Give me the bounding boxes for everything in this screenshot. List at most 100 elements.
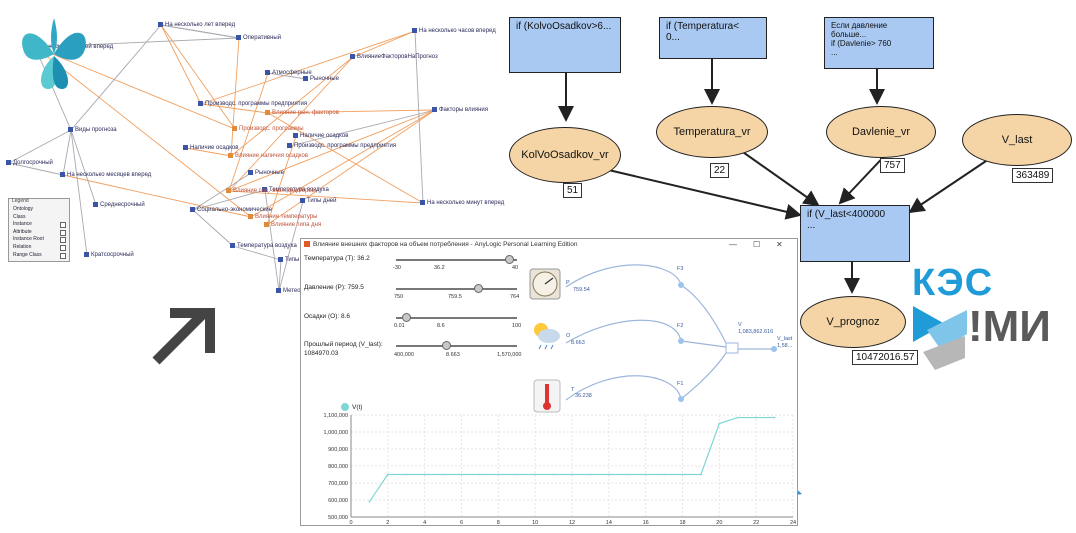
y-tick-label: 600,000 (328, 498, 348, 504)
ontology-node[interactable]: Типы дн (278, 257, 308, 264)
ontology-node-label: Долгосрочный (13, 160, 53, 167)
ontology-node[interactable]: Факторы влияния (432, 107, 488, 114)
legend-checkbox[interactable] (60, 222, 66, 229)
node-temperatura: Temperatura_vr (656, 106, 768, 158)
legend-checkbox[interactable] (60, 229, 66, 236)
legend-item: Class (13, 213, 26, 220)
ontology-edges (8, 24, 436, 292)
rule-davlenie-text: Если давление больше... if (Davlenie> 76… (831, 21, 892, 57)
ontology-node[interactable]: ВлияниеФакторовНаПрогноз (350, 54, 438, 61)
ontology-node[interactable]: Температура воздуха (262, 187, 329, 194)
ontology-edge (230, 37, 240, 157)
ontology-node-label: Влияние соц.-экон. факторов (233, 188, 315, 195)
slider-vlast-knob[interactable] (442, 341, 452, 350)
value-temperatura: 22 (710, 163, 730, 178)
sd-diagram (565, 264, 777, 402)
ontology-node[interactable]: Температура воздуха (230, 243, 297, 250)
ontology-node[interactable]: Типы дней (300, 198, 336, 205)
slider-temperature-knob[interactable] (505, 255, 515, 264)
ontology-node[interactable]: На несколько минут вперед (420, 200, 504, 207)
minimize-button[interactable]: — (729, 240, 737, 249)
sd-f1: F1 (677, 381, 684, 387)
vt-chart: 500,000600,000700,000800,000900,0001,000… (324, 413, 797, 525)
ontology-node[interactable]: Производс. программы предприятия (198, 101, 307, 108)
ontology-node[interactable]: На несколько лет вперед (158, 22, 235, 29)
ontology-edge (266, 109, 436, 226)
slider-pressure-min: 750 (394, 294, 404, 300)
close-button[interactable]: ✕ (776, 240, 783, 249)
data-point (497, 473, 500, 476)
ontology-node[interactable]: Оперативный (236, 35, 281, 42)
legend-title: Legend (12, 198, 29, 204)
thermometer-icon (533, 379, 561, 413)
slider-vlast[interactable] (396, 345, 517, 347)
legend-checkbox[interactable] (60, 245, 66, 251)
ontology-node-label: Среднесрочный (100, 202, 145, 209)
data-point (718, 422, 721, 425)
ontology-node-label: Наличие осадков (300, 133, 349, 140)
ontology-node[interactable]: Среднесрочный (93, 202, 145, 209)
ontology-node[interactable]: Влияние соц.-экон. факторов (226, 188, 315, 195)
ontology-node[interactable]: Влияние температуры (248, 214, 317, 221)
y-tick-label: 900,000 (328, 447, 348, 453)
legend-checkbox[interactable] (60, 252, 66, 259)
class-icon (190, 207, 195, 212)
maximize-button[interactable]: ☐ (753, 240, 761, 249)
legend-item: Instance (13, 221, 32, 228)
class-icon (248, 170, 253, 175)
slider-pressure-knob[interactable] (473, 284, 483, 293)
data-point (423, 473, 426, 476)
legend-checkbox[interactable] (60, 237, 66, 244)
x-tick-label: 10 (532, 520, 538, 525)
chart-legend-label: V(t) (352, 404, 363, 411)
ontology-node-label: Температура воздуха (269, 187, 329, 194)
ontology-edge (34, 46, 252, 218)
slider-precip-knob[interactable] (402, 313, 412, 322)
node-davlenie-label: Davlenie_vr (851, 126, 911, 138)
ontology-node[interactable]: Производс. программы (232, 126, 304, 133)
sd-v-name: V (738, 322, 742, 328)
ontology-node[interactable]: Кратcосрочный (84, 252, 134, 259)
ontology-node[interactable]: Производс. программы предприятия (287, 143, 396, 150)
ontology-node[interactable]: Наличие осадков (183, 145, 238, 152)
slider-temperature[interactable] (396, 259, 517, 261)
y-tick-label: 700,000 (328, 481, 348, 487)
x-tick-label: 14 (606, 520, 612, 525)
ontology-node[interactable]: Долгосрочный (6, 160, 53, 167)
ontology-node-label: На несколько часов вперед (419, 28, 496, 35)
ontology-node[interactable]: Влияние наличия осадков (228, 153, 308, 160)
ontology-node[interactable]: На несколько месяцев вперед (60, 172, 151, 179)
ontology-node[interactable]: Виды прогноза (68, 127, 117, 134)
ontology-edge (70, 129, 88, 256)
ontology-edge (62, 174, 252, 218)
ontology-node[interactable]: Наличие осадков (293, 133, 348, 140)
ontology-node[interactable]: Социально-экономические (190, 207, 272, 214)
chart-legend-swatch (341, 403, 349, 411)
rule-temperatura-text: if (Temperatura< 0... (666, 21, 740, 43)
ontology-edge (267, 72, 307, 80)
x-tick-label: 24 (790, 520, 796, 525)
anylogic-window[interactable]: Влияние внешних факторов на объем потреб… (300, 238, 798, 526)
window-titlebar[interactable]: Влияние внешних факторов на объем потреб… (301, 239, 797, 252)
ontology-node[interactable]: Влияние рын. факторов (265, 110, 339, 117)
ontology-node[interactable]: Рыночные (303, 76, 339, 83)
class-icon (432, 107, 437, 112)
ontology-node[interactable]: Рыночные (248, 170, 284, 177)
slider-precip[interactable] (396, 317, 517, 319)
slider-pressure[interactable] (396, 288, 517, 290)
ontology-edge (8, 162, 64, 176)
rule-vlast: if (V_last<400000 ... (800, 205, 910, 262)
ontology-node[interactable]: Влияние типа дня (264, 222, 321, 229)
ontology-edge (34, 46, 72, 131)
param-vlast-label: Прошлый период (V_last): (304, 341, 383, 348)
ontology-node[interactable]: Метео (276, 288, 301, 295)
ontology-edge (267, 112, 424, 204)
ontology-node[interactable]: Атмосферные (265, 70, 312, 77)
class-icon (420, 200, 425, 205)
ontology-edge (230, 56, 354, 157)
ontology-node[interactable]: На несколько часов вперед (412, 28, 496, 35)
ontology-node-label: Влияние рын. факторов (272, 110, 339, 117)
y-tick-label: 800,000 (328, 464, 348, 470)
class-icon (232, 126, 237, 131)
x-tick-label: 16 (643, 520, 649, 525)
